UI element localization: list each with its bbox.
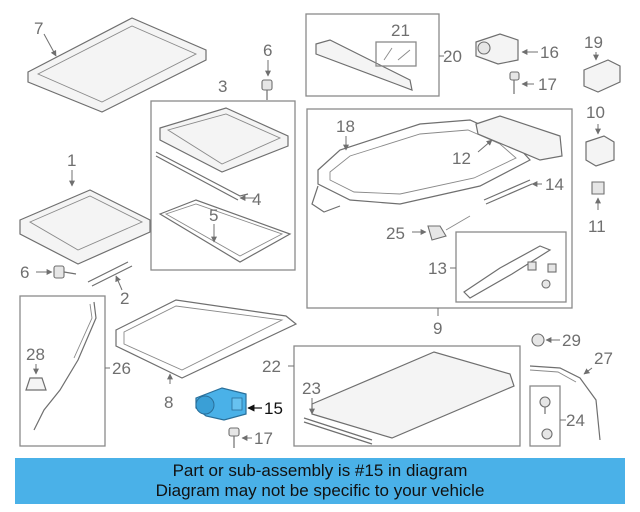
part-24-fasteners <box>539 396 553 440</box>
part-22-shade <box>311 351 515 439</box>
part-23-strip <box>303 398 373 445</box>
callout-4: 4 <box>252 190 261 209</box>
callout-10: 10 <box>586 103 605 122</box>
callout-12: 12 <box>452 149 471 168</box>
part-4-seal <box>155 151 256 201</box>
callout-1: 1 <box>67 151 76 170</box>
callout-7: 7 <box>34 19 43 38</box>
part-2-strip <box>87 261 133 291</box>
part-28-clip <box>25 364 47 391</box>
callout-5: 5 <box>209 206 218 225</box>
info-banner: Part or sub-assembly is #15 in diagram D… <box>15 458 625 504</box>
group-box-24 <box>529 385 561 447</box>
part-29-clip <box>531 333 560 347</box>
callout-24: 24 <box>566 411 585 430</box>
part-19-bracket <box>583 52 621 93</box>
callout-14: 14 <box>545 175 564 194</box>
callout-21: 21 <box>391 21 410 40</box>
callout-15: 15 <box>264 399 283 418</box>
part-13-linkage <box>463 245 557 299</box>
group-box-26 <box>19 295 106 447</box>
callout-17-top: 17 <box>538 75 557 94</box>
part-27-hose <box>529 365 601 441</box>
part-1-panel <box>19 170 151 265</box>
callout-22: 22 <box>262 357 281 376</box>
part-26-hose <box>33 301 97 431</box>
part-11-clip <box>591 181 605 210</box>
part-14-rail <box>483 179 542 205</box>
group-box-13 <box>455 231 567 303</box>
part-18-frame <box>311 119 531 213</box>
part-6-bolt-top <box>261 60 273 100</box>
part-5-seal <box>158 199 292 263</box>
part-16-motor <box>475 33 538 65</box>
callout-17-bottom: 17 <box>254 429 273 448</box>
part-21-box <box>375 41 417 67</box>
callout-25: 25 <box>386 224 405 243</box>
callout-16: 16 <box>540 43 559 62</box>
group-box-20 <box>305 13 440 97</box>
callout-9: 9 <box>433 319 442 338</box>
callout-28: 28 <box>26 345 45 364</box>
part-3-glass <box>159 107 289 173</box>
callout-20: 20 <box>443 47 462 66</box>
part-7-glass <box>27 17 207 113</box>
part-17-bolt-bottom <box>228 427 252 448</box>
callout-23: 23 <box>302 379 321 398</box>
group-box-3 <box>150 100 296 271</box>
callout-19: 19 <box>584 33 603 52</box>
callout-13: 13 <box>428 259 447 278</box>
part-6-bolt-left <box>36 265 77 279</box>
callout-8: 8 <box>164 393 173 412</box>
callout-29: 29 <box>562 331 581 350</box>
callout-18: 18 <box>336 117 355 136</box>
banner-line-1: Part or sub-assembly is #15 in diagram <box>172 461 468 480</box>
callout-26: 26 <box>112 359 131 378</box>
callout-11: 11 <box>588 217 606 236</box>
callout-6-left: 6 <box>20 263 29 282</box>
part-15-motor <box>195 387 262 421</box>
part-21-clips <box>383 47 411 61</box>
part-17-bolt-top <box>509 71 534 94</box>
part-8-seal <box>115 299 298 384</box>
part-12-rail <box>475 115 563 161</box>
group-box-22 <box>293 345 521 447</box>
callout-2: 2 <box>120 289 129 308</box>
callout-27: 27 <box>594 349 613 368</box>
group-box-9 <box>306 108 573 309</box>
banner-line-2: Diagram may not be specific to your vehi… <box>155 481 485 500</box>
part-25-cable <box>412 215 471 241</box>
callout-6-top: 6 <box>263 41 272 60</box>
part-10-bracket <box>585 124 615 167</box>
callout-3: 3 <box>218 77 227 96</box>
part-20-deflector <box>315 39 413 91</box>
